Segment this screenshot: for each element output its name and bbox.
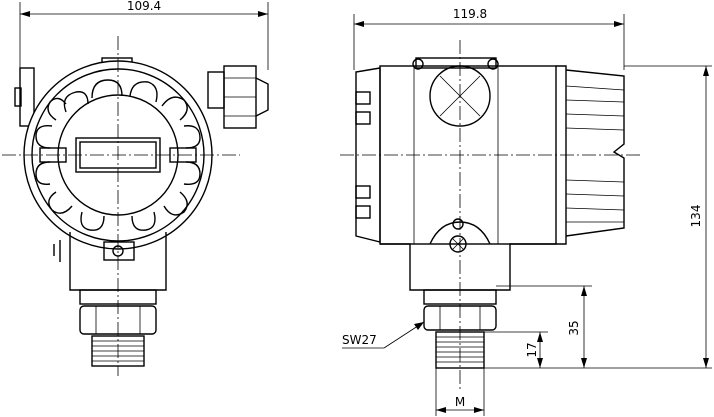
overall-height-label: 134	[689, 205, 703, 228]
housing-lugs	[35, 79, 201, 231]
thread-length-label: 17	[525, 342, 539, 357]
dimension-thread: M	[435, 368, 485, 416]
dimension-front-width: 109.4	[19, 0, 269, 70]
dimension-side-width: 119.8	[353, 7, 625, 70]
hex-to-bottom-label: 35	[567, 320, 581, 335]
side-view: 119.8	[340, 7, 712, 416]
dimension-thread-length: 17	[484, 331, 712, 369]
dimension-overall-height: 134	[624, 65, 712, 368]
front-width-label: 109.4	[127, 0, 161, 13]
wrench-size-callout: SW27	[342, 321, 425, 349]
front-view: 109.4	[2, 0, 269, 376]
side-width-label: 119.8	[453, 7, 487, 21]
thread-label: M	[455, 395, 465, 409]
dimension-hex-to-bottom: 35	[496, 285, 592, 368]
wrench-size-label: SW27	[342, 333, 377, 347]
